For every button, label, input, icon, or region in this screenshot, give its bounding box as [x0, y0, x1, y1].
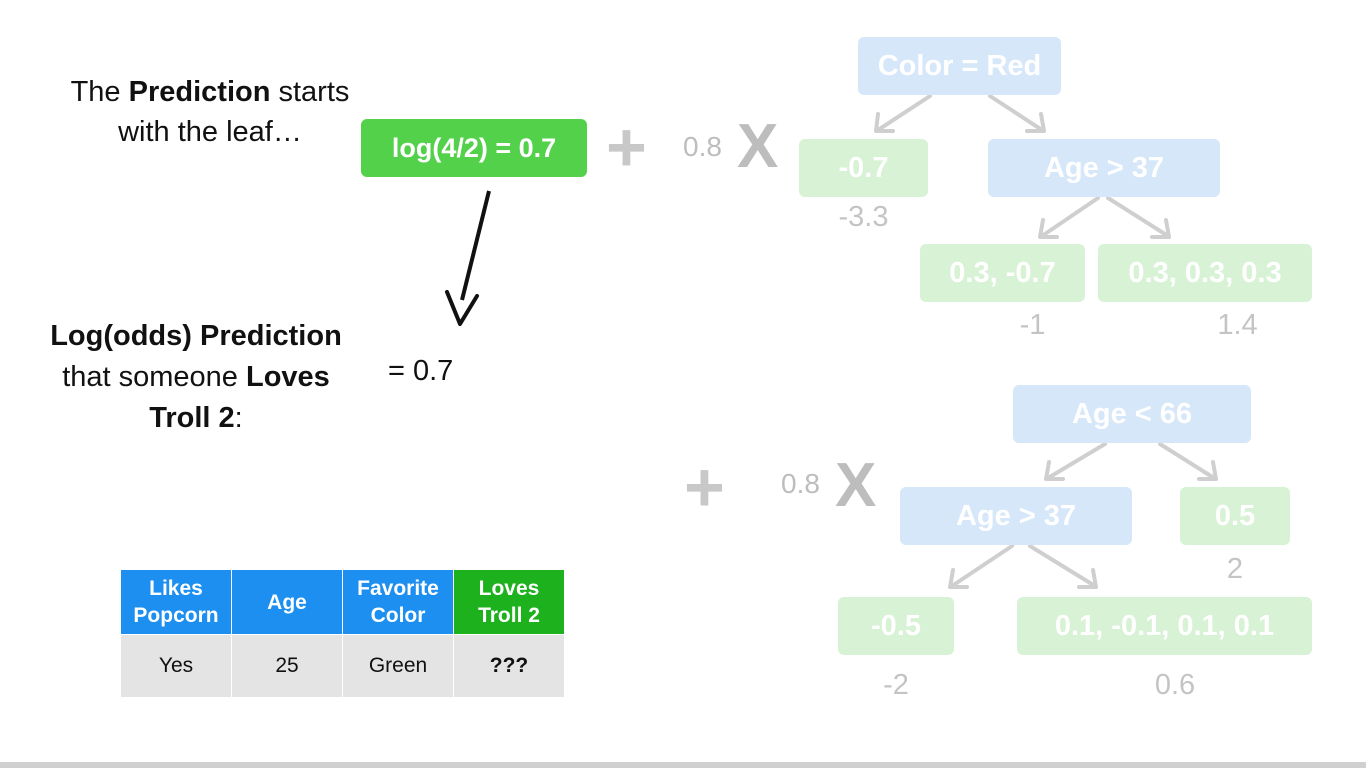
tree2-plus-sign: + — [684, 448, 725, 526]
tree1-right-right-leaf: 0.3, 0.3, 0.3 — [1098, 244, 1312, 302]
intro-line2: with the leaf… — [118, 116, 302, 148]
tree1-learning-rate: 0.8 — [683, 131, 722, 162]
table-cell-likes-popcorn: Yes — [120, 634, 232, 698]
table-header-loves-troll2-label: Loves Troll 2 — [478, 577, 540, 627]
tree2-times-sign: X — [835, 451, 877, 520]
table-header-likes-popcorn-label: Likes Popcorn — [133, 577, 219, 627]
sample-data-table: Likes Popcorn Age Favorite Color Loves T… — [120, 569, 565, 698]
intro-text: The Prediction starts with the leaf… — [30, 72, 390, 152]
tree2-left-left-output: -2 — [883, 669, 909, 701]
prediction-line2-start: that someone — [62, 361, 246, 393]
table-header-age-label: Age — [267, 590, 307, 614]
tree1-right-node: Age > 37 — [988, 139, 1220, 197]
table-header-row: Likes Popcorn Age Favorite Color Loves T… — [120, 569, 565, 635]
tree1-left-output: -3.3 — [838, 201, 889, 233]
table-header-loves-troll2: Loves Troll 2 — [453, 569, 565, 635]
tree1-right-left-leaf: 0.3, -0.7 — [920, 244, 1085, 302]
tree2-right-output: 2 — [1226, 553, 1244, 585]
tree2-right-leaf: 0.5 — [1180, 487, 1290, 545]
table-header-age: Age — [231, 569, 343, 635]
tree1-right-right-output: 1.4 — [1217, 309, 1258, 341]
leaf-to-prediction-arrow — [445, 190, 491, 326]
prediction-label: Log(odds) Prediction that someone Loves … — [20, 316, 372, 439]
initial-leaf-box: log(4/2) = 0.7 — [361, 119, 587, 177]
table-row: Yes 25 Green ??? — [120, 634, 565, 698]
tree2-left-left-leaf: -0.5 — [838, 597, 954, 655]
table-header-likes-popcorn: Likes Popcorn — [120, 569, 232, 635]
tree1-right-left-output: -1 — [1019, 309, 1046, 341]
prediction-line1: Log(odds) Prediction — [50, 320, 342, 352]
tree2-edges — [948, 442, 1218, 589]
tree2-left-right-leaf: 0.1, -0.1, 0.1, 0.1 — [1017, 597, 1312, 655]
tree1-plus-sign: + — [606, 108, 647, 186]
tree2-learning-rate: 0.8 — [781, 468, 820, 499]
table-header-favorite-color: Favorite Color — [342, 569, 454, 635]
table-cell-age: 25 — [231, 634, 343, 698]
intro-text-start: The — [70, 76, 129, 108]
bottom-edge-bar — [0, 762, 1366, 768]
tree1-root-node: Color = Red — [858, 37, 1061, 95]
table-cell-favorite-color: Green — [342, 634, 454, 698]
tree1-edges — [874, 94, 1171, 239]
prediction-line2-bold: Loves — [245, 361, 330, 393]
tree1-left-leaf: -0.7 — [799, 139, 928, 197]
intro-text-bold: Prediction — [128, 76, 271, 108]
tree2-left-right-output: 0.6 — [1154, 669, 1196, 701]
prediction-line3-bold: Troll 2 — [149, 402, 235, 434]
intro-text-end: starts — [270, 76, 350, 108]
table-cell-loves-troll2: ??? — [453, 634, 565, 698]
table-header-favorite-color-label: Favorite Color — [357, 577, 439, 627]
tree1-times-sign: X — [737, 112, 779, 181]
tree2-left-node: Age > 37 — [900, 487, 1132, 545]
prediction-value: = 0.7 — [388, 355, 454, 387]
prediction-line3-end: : — [234, 402, 243, 434]
tree2-root-node: Age < 66 — [1013, 385, 1251, 443]
